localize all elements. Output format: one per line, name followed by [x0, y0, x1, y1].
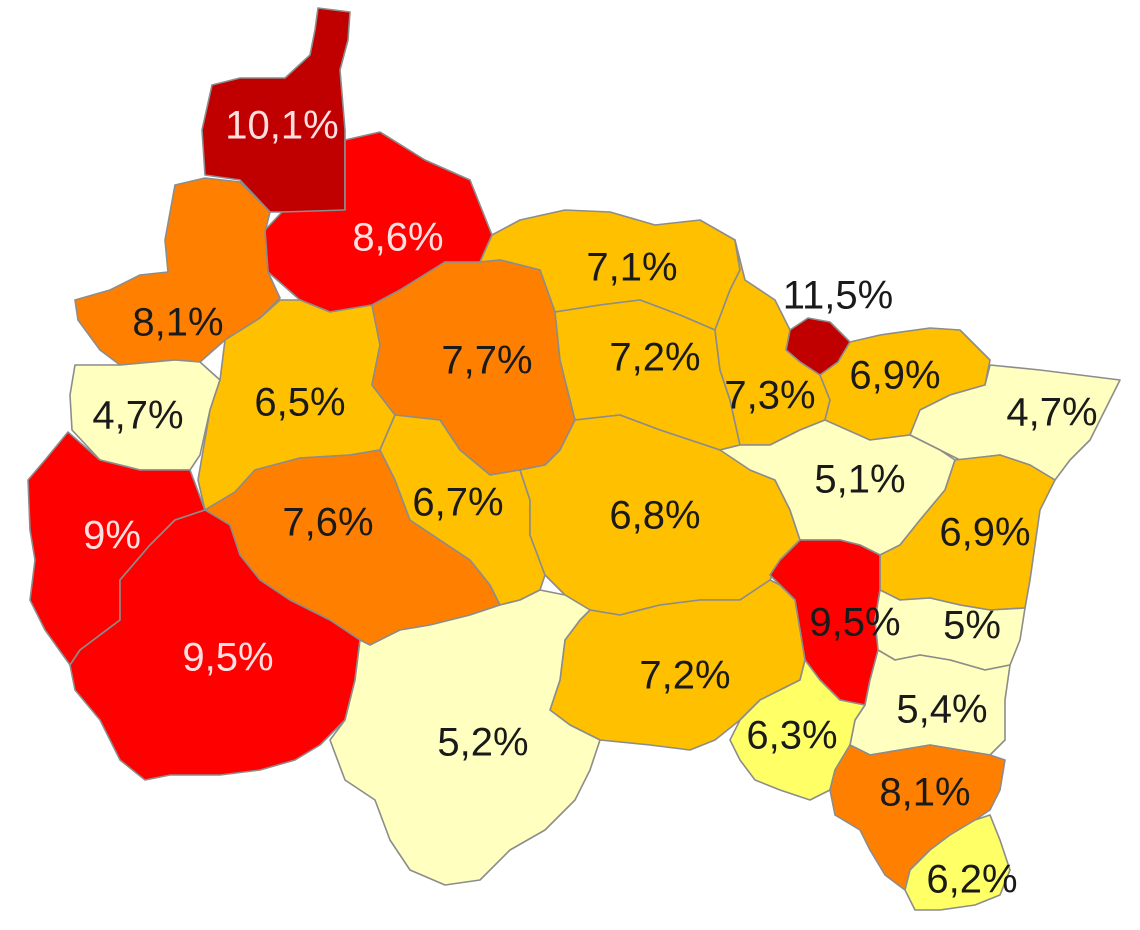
region-r06[interactable]	[69, 359, 221, 471]
region-label-r13: 9%	[83, 514, 141, 558]
region-label-r03: 8,1%	[132, 301, 223, 345]
region-label-r09: 7,2%	[609, 336, 700, 380]
region-label-r06: 4,7%	[92, 394, 183, 438]
region-label-r21: 5%	[943, 604, 1001, 648]
region-label-r18: 6,9%	[939, 511, 1030, 555]
region-label-r01: 10,1%	[225, 104, 338, 148]
region-label-r16: 6,8%	[609, 494, 700, 538]
region-label-r07: 6,5%	[254, 381, 345, 425]
region-label-r11: 6,9%	[849, 354, 940, 398]
region-label-r22: 7,2%	[639, 654, 730, 698]
region-r24[interactable]	[329, 589, 601, 886]
region-label-r12: 4,7%	[1006, 391, 1097, 435]
region-r19[interactable]	[69, 509, 361, 781]
region-r01[interactable]	[201, 7, 351, 213]
region-label-r14: 7,6%	[282, 501, 373, 545]
region-labels: 10,1% 8,6% 8,1% 7,1% 11,5% 4,7% 6,5% 7,7…	[83, 104, 1097, 902]
region-label-r19: 9,5%	[182, 636, 273, 680]
region-label-r26: 8,1%	[879, 771, 970, 815]
region-label-r15: 6,7%	[412, 481, 503, 525]
region-label-r08: 7,7%	[441, 339, 532, 383]
region-label-r17: 5,1%	[814, 458, 905, 502]
region-label-r02: 8,6%	[352, 216, 443, 260]
region-label-r04: 7,1%	[586, 246, 677, 290]
region-label-r23: 5,4%	[896, 688, 987, 732]
region-shapes	[27, 7, 1121, 911]
region-label-r10: 7,3%	[724, 374, 815, 418]
region-label-r25: 6,3%	[746, 714, 837, 758]
region-r27[interactable]	[904, 814, 1011, 911]
region-label-r27: 6,2%	[926, 858, 1017, 902]
region-label-r05: 11,5%	[783, 274, 893, 318]
region-label-r20: 9,5%	[809, 601, 900, 645]
region-label-r24: 5,2%	[437, 721, 528, 765]
